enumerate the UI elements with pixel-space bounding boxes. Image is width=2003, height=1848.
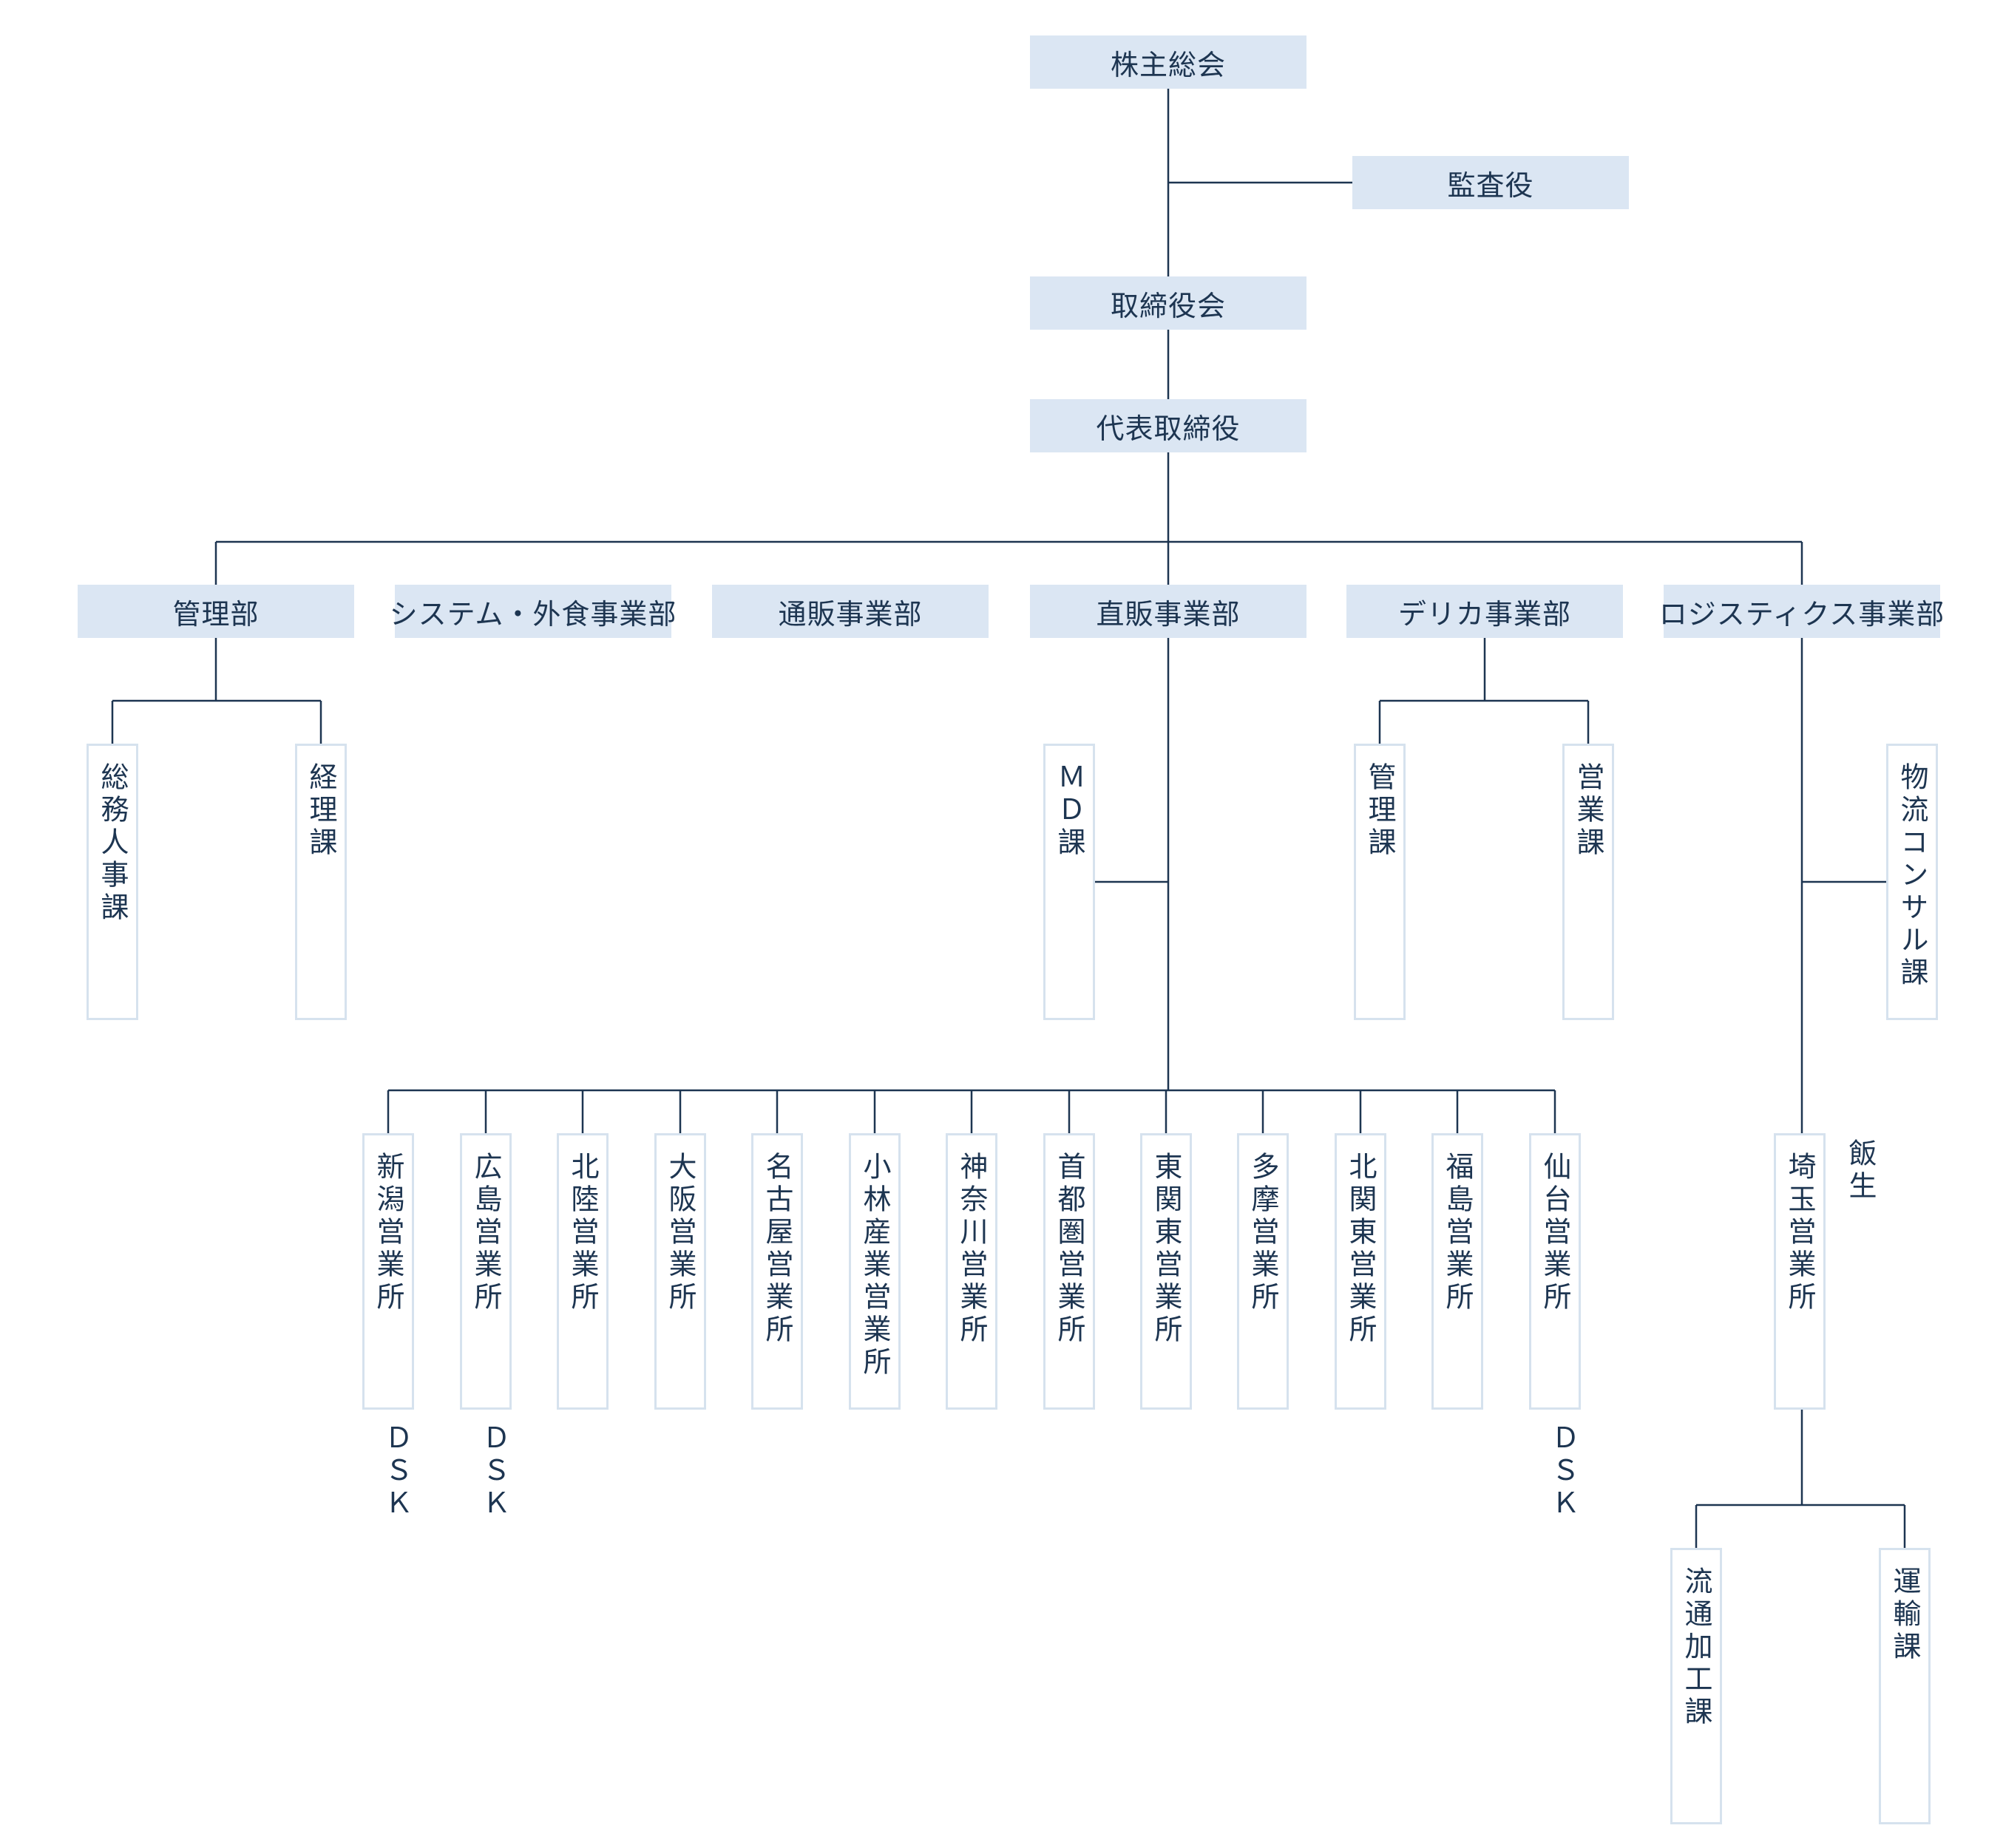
- office-nagoya-label: 名古屋営業所: [761, 1152, 793, 1347]
- section-delica-kanri: 管理課: [1354, 744, 1406, 1020]
- section-md-label: ＭＤ課: [1053, 762, 1085, 860]
- division-chokuhan-label: 直販事業部: [1096, 597, 1241, 631]
- office-kobayashi-sangyo-label: 小林産業営業所: [858, 1152, 891, 1379]
- office-kitakanto-label: 北関東営業所: [1344, 1152, 1377, 1347]
- division-system-gaishoku: システム・外食事業部: [390, 585, 676, 638]
- division-tsuhan-label: 通販事業部: [778, 597, 923, 631]
- office-sendai-note: ＤＳＫ: [1547, 1423, 1579, 1521]
- office-kobayashi-sangyo: 小林産業営業所: [849, 1133, 901, 1410]
- section-unyu: 運輸課: [1879, 1548, 1931, 1824]
- office-osaka: 大阪営業所: [654, 1133, 706, 1410]
- box-shareholders-label: 株主総会: [1110, 48, 1226, 81]
- office-higashikanto: 東関東営業所: [1140, 1133, 1192, 1410]
- section-md: ＭＤ課: [1043, 744, 1095, 1020]
- office-hiroshima-note: ＤＳＫ: [478, 1423, 510, 1521]
- office-sendai: 仙台営業所: [1529, 1133, 1581, 1410]
- division-chokuhan: 直販事業部: [1030, 585, 1306, 638]
- office-kitakanto: 北関東営業所: [1335, 1133, 1386, 1410]
- section-soumu-jinji-label: 総務人事課: [96, 762, 129, 925]
- division-logistics: ロジスティクス事業部: [1659, 585, 1944, 638]
- box-board: 取締役会: [1030, 276, 1306, 330]
- box-ceo: 代表取締役: [1030, 399, 1306, 452]
- office-saitama-note: 飯生: [1844, 1138, 1877, 1203]
- division-tsuhan: 通販事業部: [712, 585, 989, 638]
- office-hokuriku: 北陸営業所: [557, 1133, 609, 1410]
- office-higashikanto-label: 東関東営業所: [1150, 1152, 1182, 1347]
- office-shutoken: 首都圏営業所: [1043, 1133, 1095, 1410]
- office-saitama: 埼玉営業所: [1774, 1133, 1826, 1410]
- office-nagoya: 名古屋営業所: [751, 1133, 803, 1410]
- box-shareholders: 株主総会: [1030, 35, 1306, 89]
- section-unyu-label: 運輸課: [1888, 1566, 1921, 1664]
- office-kanagawa: 神奈川営業所: [946, 1133, 997, 1410]
- office-hokuriku-label: 北陸営業所: [566, 1152, 599, 1314]
- box-board-label: 取締役会: [1110, 289, 1226, 322]
- office-saitama-label: 埼玉営業所: [1783, 1152, 1816, 1314]
- office-fukushima: 福島営業所: [1431, 1133, 1483, 1410]
- office-sendai-label: 仙台営業所: [1539, 1152, 1571, 1314]
- box-auditor: 監査役: [1352, 156, 1629, 209]
- section-ryutsu-kakou-label: 流通加工課: [1680, 1566, 1712, 1729]
- office-shutoken-label: 首都圏営業所: [1053, 1152, 1085, 1347]
- box-ceo-label: 代表取締役: [1096, 412, 1241, 445]
- office-niigata-label: 新潟営業所: [372, 1152, 404, 1314]
- section-keiri: 経理課: [295, 744, 347, 1020]
- office-hiroshima-label: 広島営業所: [470, 1152, 502, 1314]
- office-fukushima-label: 福島営業所: [1441, 1152, 1474, 1314]
- division-logistics-label: ロジスティクス事業部: [1658, 597, 1945, 631]
- office-hiroshima: 広島営業所: [460, 1133, 512, 1410]
- office-tama: 多摩営業所: [1237, 1133, 1289, 1410]
- section-delica-kanri-label: 管理課: [1363, 762, 1396, 860]
- section-butsuryu-consul-label: 物流コンサル課: [1896, 762, 1928, 990]
- division-delica-label: デリカ事業部: [1397, 597, 1571, 631]
- office-osaka-label: 大阪営業所: [664, 1152, 697, 1314]
- section-ryutsu-kakou: 流通加工課: [1670, 1548, 1722, 1824]
- office-kanagawa-label: 神奈川営業所: [955, 1152, 988, 1347]
- box-auditor-label: 監査役: [1447, 169, 1534, 202]
- section-keiri-label: 経理課: [305, 762, 337, 860]
- section-butsuryu-consul: 物流コンサル課: [1886, 744, 1938, 1020]
- office-niigata: 新潟営業所: [362, 1133, 414, 1410]
- division-kanri: 管理部: [78, 585, 354, 638]
- section-delica-eigyo-label: 営業課: [1572, 762, 1604, 860]
- office-niigata-note: ＤＳＫ: [380, 1423, 413, 1521]
- division-delica: デリカ事業部: [1346, 585, 1623, 638]
- division-kanri-label: 管理部: [172, 597, 260, 631]
- office-tama-label: 多摩営業所: [1247, 1152, 1279, 1314]
- division-system-gaishoku-label: システム・外食事業部: [389, 597, 677, 631]
- section-delica-eigyo: 営業課: [1562, 744, 1614, 1020]
- section-soumu-jinji: 総務人事課: [87, 744, 138, 1020]
